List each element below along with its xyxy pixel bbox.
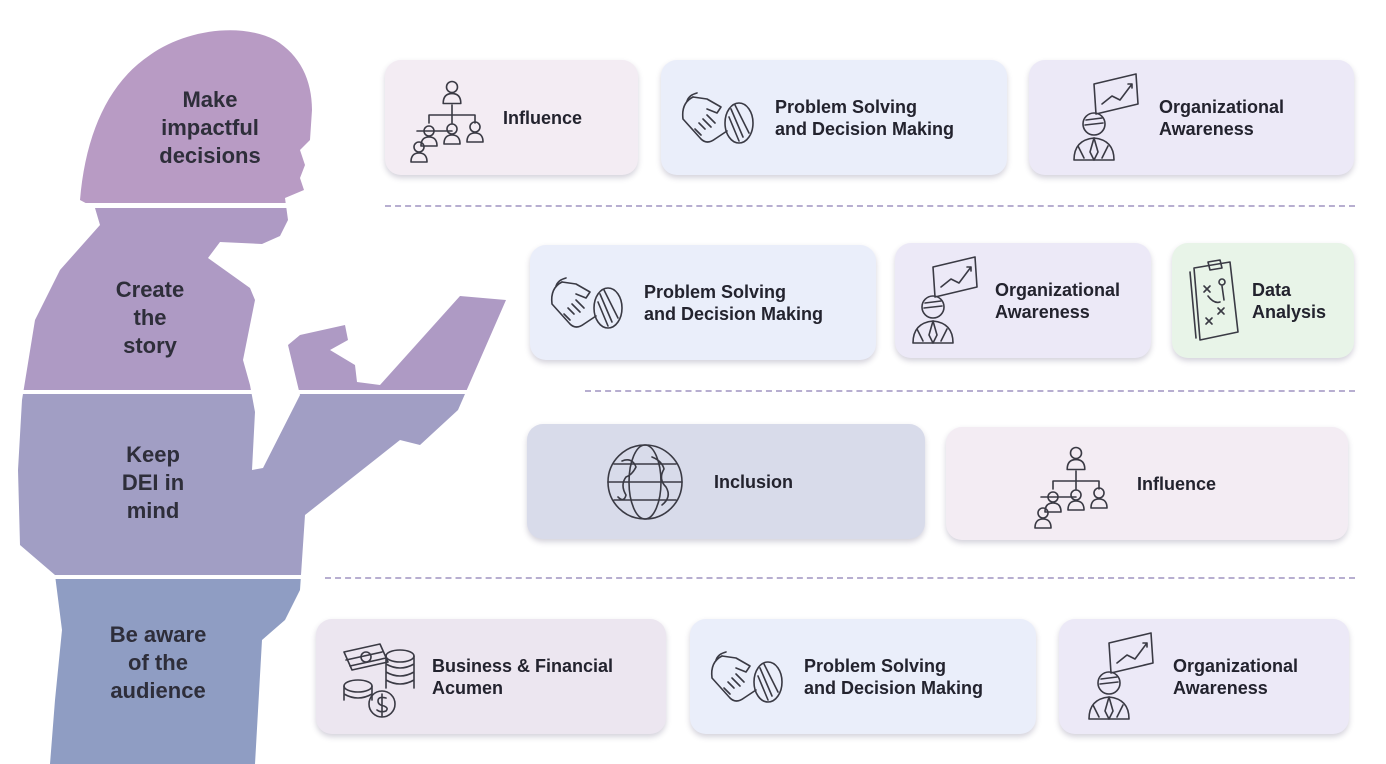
band-label-make-impactful-decisions: Make impactful decisions xyxy=(159,87,261,168)
card-label: Influence xyxy=(1137,473,1217,494)
card-label: Influence xyxy=(503,107,583,128)
person-silhouette xyxy=(18,30,506,764)
handshake-icon xyxy=(542,258,632,348)
card-organizational-awareness: Organizational Awareness xyxy=(1059,619,1349,734)
presenter-chart-icon xyxy=(909,253,989,348)
handshake-icon xyxy=(702,632,792,722)
divider-3 xyxy=(325,577,1355,579)
card-organizational-awareness: Organizational Awareness xyxy=(1029,60,1354,175)
card-label: Organizational Awareness xyxy=(1173,655,1299,698)
org-chart-icon xyxy=(407,73,497,163)
card-influence: Influence xyxy=(946,427,1348,540)
divider-2 xyxy=(585,390,1355,392)
card-inclusion: Inclusion xyxy=(527,424,925,539)
presenter-chart-icon xyxy=(1085,629,1165,724)
band-label-be-aware-of-the-audience: Be aware of the audience xyxy=(109,622,207,703)
org-chart-icon xyxy=(1031,439,1121,529)
band-label-keep-dei-in-mind: Keep DEI in mind xyxy=(121,442,185,523)
card-influence: Influence xyxy=(385,60,638,175)
card-label: Business & Financial Acumen xyxy=(432,655,614,698)
card-organizational-awareness: Organizational Awareness xyxy=(895,243,1151,358)
card-problem-solving: Problem Solving and Decision Making xyxy=(690,619,1036,734)
card-label: Inclusion xyxy=(714,471,794,492)
card-business-financial-acumen: Business & Financial Acumen xyxy=(316,619,666,734)
card-label: Organizational Awareness xyxy=(1159,96,1285,139)
band-label-create-the-story: Create the story xyxy=(115,277,185,358)
globe-icon xyxy=(602,439,688,525)
card-problem-solving: Problem Solving and Decision Making xyxy=(530,245,876,360)
card-data-analysis: Data Analysis xyxy=(1172,243,1354,358)
handshake-icon xyxy=(673,73,763,163)
card-label: Organizational Awareness xyxy=(995,279,1121,322)
card-label: Problem Solving and Decision Making xyxy=(644,281,824,324)
card-problem-solving: Problem Solving and Decision Making xyxy=(661,60,1007,175)
divider-1 xyxy=(385,205,1355,207)
money-coins-icon xyxy=(334,632,424,722)
card-label: Data Analysis xyxy=(1252,279,1327,322)
presenter-chart-icon xyxy=(1065,70,1155,165)
card-label: Problem Solving and Decision Making xyxy=(775,96,955,139)
card-label: Problem Solving and Decision Making xyxy=(804,655,984,698)
clipboard-strategy-icon xyxy=(1184,256,1244,346)
